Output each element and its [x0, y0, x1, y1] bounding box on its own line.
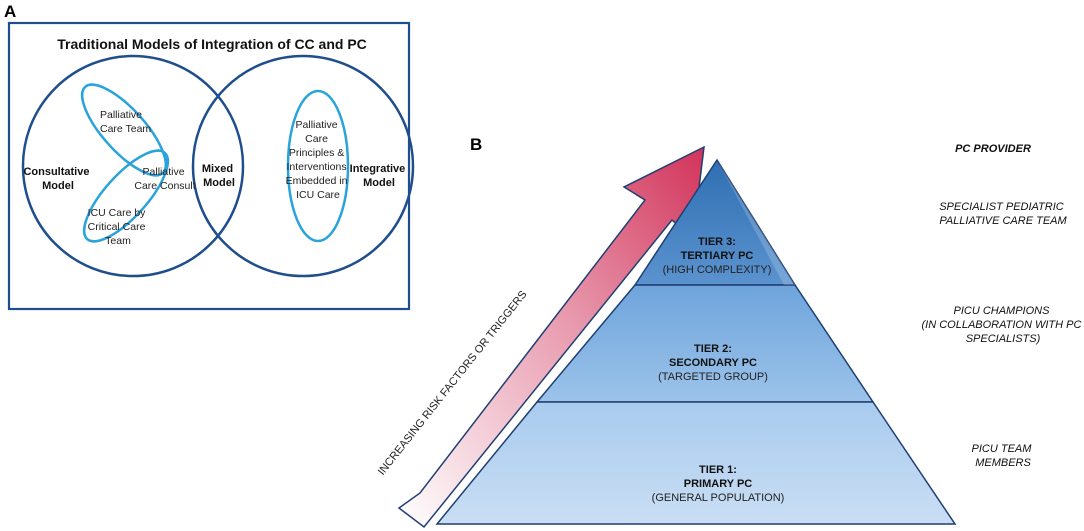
- provider-tier-1: PICU TEAM MEMBERS: [972, 443, 1035, 469]
- embedded-care-ellipse: [286, 89, 350, 243]
- increasing-risk-arrow: [397, 145, 705, 529]
- svg-text:TIER 3:: TIER 3:: [698, 236, 736, 248]
- panel-b-label: B: [470, 135, 482, 154]
- integrative-model-label: Integrative Model: [350, 163, 409, 189]
- pc-provider-header: PC PROVIDER: [955, 143, 1031, 155]
- svg-text:(HIGH COMPLEXITY): (HIGH COMPLEXITY): [663, 264, 772, 276]
- svg-text:TIER 2:: TIER 2:: [694, 343, 732, 355]
- tier-2-text: TIER 2: SECONDARY PC (TARGETED GROUP): [658, 343, 768, 383]
- consultative-circle: [21, 54, 245, 278]
- svg-text:(GENERAL POPULATION): (GENERAL POPULATION): [652, 492, 785, 504]
- svg-text:TERTIARY PC: TERTIARY PC: [681, 250, 754, 262]
- panel-a: A Traditional Models of Integration of C…: [4, 2, 415, 311]
- provider-tier-2: PICU CHAMPIONS (IN COLLABORATION WITH PC…: [922, 305, 1084, 345]
- palliative-care-team-ellipse: [80, 83, 168, 177]
- svg-text:TIER 1:: TIER 1:: [699, 464, 737, 476]
- tier-3-text: TIER 3: TERTIARY PC (HIGH COMPLEXITY): [663, 236, 772, 276]
- panel-a-label: A: [4, 2, 16, 21]
- palliative-care-consult-text: Palliative Care Consult: [134, 166, 195, 192]
- embedded-care-text: Palliative Care Principles & Interventio…: [286, 119, 351, 201]
- mixed-model-label: Mixed Model: [202, 163, 236, 189]
- panel-a-title: Traditional Models of Integration of CC …: [57, 36, 367, 52]
- integrative-circle: [191, 54, 415, 278]
- tier-1-text: TIER 1: PRIMARY PC (GENERAL POPULATION): [652, 464, 785, 504]
- palliative-care-team-text: Palliative Care Team: [100, 109, 151, 135]
- svg-text:(TARGETED GROUP): (TARGETED GROUP): [658, 371, 768, 383]
- panel-b: B INCREASING RISK FACTORS OR TRIGGERS TI…: [376, 135, 1084, 529]
- svg-text:PRIMARY PC: PRIMARY PC: [684, 478, 753, 490]
- panel-a-frame: [7, 21, 411, 311]
- tier-3-highlight: [717, 160, 795, 285]
- svg-text:SECONDARY PC: SECONDARY PC: [669, 357, 757, 369]
- tier-1-block: [435, 401, 957, 525]
- icu-care-text: ICU Care by Critical Care Team: [88, 207, 149, 247]
- provider-tier-3: SPECIALIST PEDIATRIC PALLIATIVE CARE TEA…: [939, 201, 1067, 227]
- icu-care-ellipse: [82, 149, 170, 243]
- consultative-model-label: Consultative Model: [23, 166, 92, 192]
